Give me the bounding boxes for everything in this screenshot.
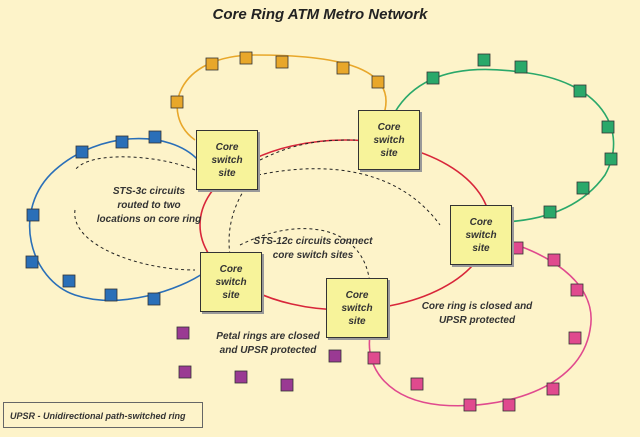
note-line: UPSR protected (438, 315, 516, 326)
switch-label-line: site (380, 147, 398, 159)
sts3c-arrow-lower (74, 209, 196, 271)
switch-label-line: switch (341, 302, 373, 314)
green-ring-node (601, 120, 615, 134)
pink-ring-node (546, 382, 560, 396)
blue-ring-node (104, 288, 118, 302)
orange-ring-node (275, 55, 289, 69)
orange-node-group (170, 51, 385, 109)
pink-ring-node (410, 377, 424, 391)
sts12c-arrow-top (259, 139, 356, 161)
orange-ring-node (336, 61, 350, 75)
blue-ring-node (25, 255, 39, 269)
legend-box: UPSR - Unidirectional path-switched ring (3, 402, 203, 428)
sts3c-arrow-upper (74, 156, 196, 171)
petal-rings-note: Petal rings are closed and UPSR protecte… (208, 330, 328, 358)
sts12c-arrow-right (257, 168, 441, 226)
blue-node-group (25, 130, 162, 306)
switch-label-line: switch (373, 134, 405, 146)
core-switch-site: Core switch site (326, 278, 388, 338)
purple-node-group (176, 326, 342, 392)
core-switch-site: Core switch site (200, 252, 262, 312)
orange-ring-node (170, 95, 184, 109)
switch-label-line: Core (345, 289, 369, 301)
orange-ring-node (239, 51, 253, 65)
green-ring-node (576, 181, 590, 195)
switch-label-line: Core (215, 141, 239, 153)
petal-ring-node (234, 370, 248, 384)
switch-label-line: Core (377, 121, 401, 133)
switch-label-line: site (218, 167, 236, 179)
core-switch-site: Core switch site (450, 205, 512, 265)
note-line: and UPSR protected (219, 345, 317, 356)
pink-ring-node (510, 241, 524, 255)
petal-ring-node (328, 349, 342, 363)
core-switch-site: Core switch site (358, 110, 420, 170)
blue-ring-node (147, 292, 161, 306)
orange-ring-node (205, 57, 219, 71)
pink-node-group (367, 241, 584, 412)
green-ring-node (514, 60, 528, 74)
note-line: routed to two (117, 200, 181, 211)
switch-label-line: site (348, 315, 366, 327)
circuit-arrows (74, 139, 441, 286)
switch-label-line: Core (219, 263, 243, 275)
pink-ring-node (547, 253, 561, 267)
note-line: Petal rings are closed (216, 331, 320, 342)
switch-label-line: site (222, 289, 240, 301)
diagram-title: Core Ring ATM Metro Network (212, 6, 428, 23)
green-petal-ring (394, 68, 615, 223)
switch-label-line: Core (469, 216, 493, 228)
petal-ring-node (178, 365, 192, 379)
switch-label-line: switch (465, 229, 497, 241)
sts12c-note: STS-12c circuits connect core switch sit… (248, 235, 378, 263)
note-line: STS-12c circuits connect (253, 236, 373, 247)
green-ring-node (604, 152, 618, 166)
green-ring-node (573, 84, 587, 98)
blue-ring-node (26, 208, 40, 222)
switch-label-line: site (472, 242, 490, 254)
pink-ring-node (568, 331, 582, 345)
petal-ring-node (280, 378, 294, 392)
switch-label-line: switch (211, 154, 243, 166)
blue-ring-node (115, 135, 129, 149)
blue-ring-node (148, 130, 162, 144)
blue-ring-node (75, 145, 89, 159)
petal-ring-node (176, 326, 190, 340)
pink-ring-node (463, 398, 477, 412)
green-node-group (426, 53, 618, 219)
note-line: core switch sites (272, 250, 354, 261)
core-switch-site: Core switch site (196, 130, 258, 190)
note-line: STS-3c circuits (112, 186, 186, 197)
pink-petal-ring (368, 239, 592, 407)
pink-ring-node (502, 398, 516, 412)
green-ring-node (477, 53, 491, 67)
blue-petal-ring (29, 137, 206, 302)
switch-label-line: switch (215, 276, 247, 288)
green-ring-node (426, 71, 440, 85)
note-line: locations on core ring (96, 214, 202, 225)
green-ring-node (543, 205, 557, 219)
pink-ring-node (570, 283, 584, 297)
core-ring-note: Core ring is closed and UPSR protected (412, 300, 542, 328)
note-line: Core ring is closed and (421, 301, 533, 312)
blue-ring-node (62, 274, 76, 288)
sts3c-note: STS-3c circuits routed to two locations … (84, 185, 214, 227)
pink-ring-node (367, 351, 381, 365)
orange-ring-node (371, 75, 385, 89)
